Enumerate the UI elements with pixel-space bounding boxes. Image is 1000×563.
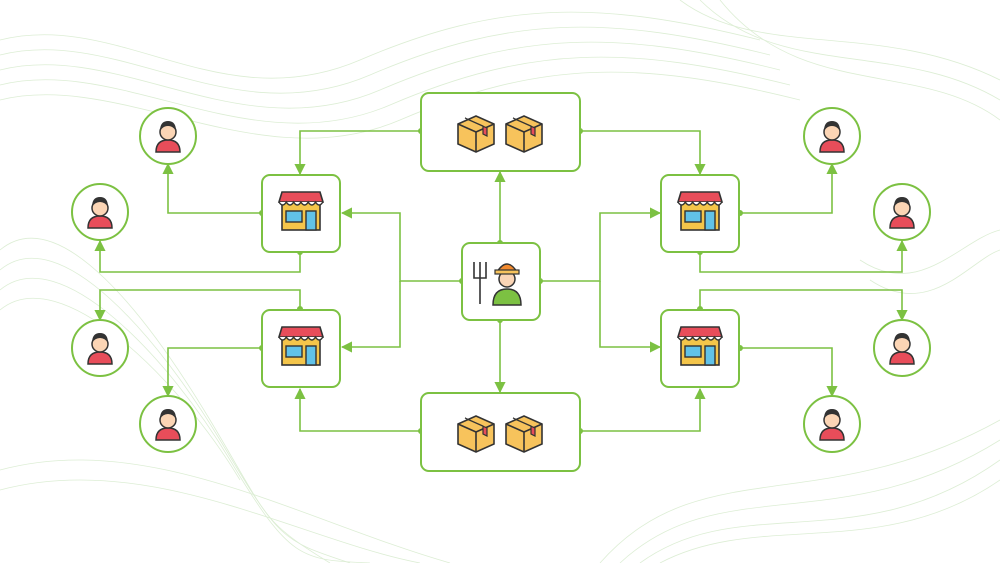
node-shop-bottom-right: [660, 309, 740, 388]
node-farmer: [461, 242, 541, 321]
node-customer-5: [803, 107, 861, 165]
node-customer-8: [803, 395, 861, 453]
edge-warehouse-bottom-shop-right: [580, 387, 706, 432]
shop-icon: [677, 326, 723, 366]
farmer-with-pitchfork-icon: [473, 262, 522, 306]
edge-warehouse-top-shop-left: [294, 130, 421, 176]
node-customer-1: [139, 107, 197, 165]
node-warehouse-bottom: [420, 392, 581, 472]
shop-icon: [278, 326, 324, 366]
node-warehouse-top: [420, 92, 581, 172]
node-customer-3: [71, 319, 129, 377]
connector-lines: [94, 130, 908, 432]
node-shop-bottom-left: [261, 309, 341, 388]
shop-icon: [677, 191, 723, 231]
edge-warehouse-bottom-shop-left: [294, 387, 421, 432]
node-shop-top-left: [261, 174, 341, 253]
node-customer-2: [71, 183, 129, 241]
shop-icon: [278, 191, 324, 231]
node-customer-6: [873, 183, 931, 241]
node-customer-4: [139, 395, 197, 453]
node-customer-7: [873, 319, 931, 377]
node-shop-top-right: [660, 174, 740, 253]
edge-warehouse-top-shop-right: [580, 130, 706, 176]
customer-nodes: [71, 107, 931, 453]
edge-farmer-shop-left: [340, 207, 462, 282]
edge-farmer-shop-right: [540, 207, 662, 282]
